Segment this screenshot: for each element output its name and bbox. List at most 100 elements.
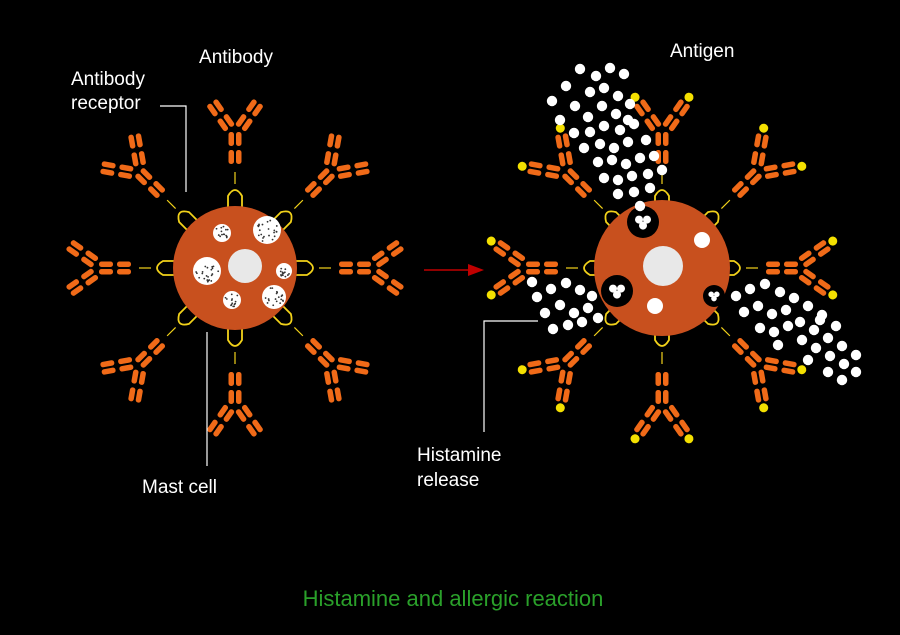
released-granule (639, 221, 647, 230)
antibody-receptor (156, 260, 175, 276)
histamine-particle (620, 158, 632, 170)
histamine-particle (628, 186, 640, 198)
antibody-segment (118, 171, 133, 179)
antibody-arm (100, 161, 134, 179)
antibody-segment (737, 337, 749, 350)
granule-speckle (284, 268, 287, 271)
antibody-segment (575, 337, 587, 350)
granule-speckle (268, 299, 270, 302)
antibody-segment (668, 118, 680, 132)
antibody-unit (100, 304, 199, 403)
histamine-particle (592, 312, 604, 324)
antibody-segment (128, 387, 136, 402)
histamine-granule (213, 224, 231, 242)
antibody-arm (662, 92, 694, 132)
histamine-particle (582, 302, 594, 314)
antibody-unit (271, 133, 370, 232)
antibody-segment (228, 132, 234, 146)
antibody-segment (304, 343, 317, 355)
granule-speckle (257, 225, 260, 228)
receptor-stem (293, 199, 304, 210)
antibody-receptor (271, 304, 293, 326)
histamine-particle (608, 142, 620, 154)
released-granule (635, 215, 643, 224)
antibody-segment (562, 388, 570, 403)
granule-speckle (204, 265, 207, 268)
antigen-dot (797, 161, 807, 171)
receptor-stem (166, 199, 177, 210)
antibody-segment (497, 240, 511, 251)
histamine-particle (802, 354, 814, 366)
antibody-arm (336, 161, 370, 179)
antibody-segment (784, 269, 798, 275)
histamine-particle (759, 278, 771, 290)
antibody-segment (650, 409, 662, 422)
antibody-segment (634, 419, 645, 433)
histamine-granule (647, 298, 663, 314)
granule-speckle (222, 233, 225, 236)
granule-speckle (206, 266, 209, 269)
released-granule (708, 291, 714, 298)
antibody-segment (223, 409, 235, 422)
antibody-segment (336, 364, 351, 372)
antibody-segment (580, 181, 593, 193)
antibody-segment (223, 114, 235, 127)
granule-speckle (286, 274, 289, 276)
granule-speckle (275, 300, 278, 303)
granule-speckle (263, 235, 265, 238)
granule-speckle (230, 293, 233, 296)
receptor-leader-line (160, 105, 187, 192)
antibody-segment (354, 161, 369, 169)
granule-speckle (277, 296, 280, 299)
antibody-segment (750, 173, 762, 186)
granule-speckle (205, 275, 208, 277)
antigen-dot (684, 434, 694, 444)
antibody-segment (782, 360, 797, 368)
antibody-segment (758, 369, 766, 384)
antibody-segment (527, 360, 542, 368)
antibody-segment (526, 269, 540, 275)
antibody-segment (782, 168, 797, 176)
antibody-segment (323, 173, 335, 186)
histamine-particle (554, 299, 566, 311)
antibody-segment (85, 250, 99, 262)
antigen-dot (759, 123, 769, 133)
mast-cell-right (486, 62, 862, 444)
granule-speckle (273, 235, 276, 238)
receptor-stem (593, 326, 604, 337)
granule-speckle (196, 272, 198, 275)
granule-speckle (211, 267, 214, 270)
antibody-segment (235, 409, 247, 422)
antibody-segment (761, 134, 769, 149)
antibody-segment (128, 134, 136, 149)
antibody-segment (565, 370, 573, 385)
histamine-particle (642, 168, 654, 180)
antibody-arm (371, 240, 404, 268)
antibody-arm (798, 236, 838, 268)
granule-speckle (225, 228, 227, 231)
antibody-segment (252, 419, 263, 433)
antigen-label: Antigen (670, 41, 734, 62)
granule-speckle (217, 270, 220, 273)
antibody-segment (744, 168, 757, 180)
antibody-receptor (177, 210, 199, 232)
antibody-segment (228, 372, 234, 386)
granule-speckle (217, 234, 220, 236)
antibody-arm (486, 236, 526, 268)
antibody-segment (758, 152, 766, 167)
histamine-granule (276, 263, 292, 279)
antibody-segment (754, 133, 762, 148)
granule-speckle (266, 220, 269, 223)
antibody-segment (813, 240, 827, 251)
histamine-particle (546, 95, 558, 107)
antibody-segment (813, 285, 827, 296)
antibody-segment (512, 250, 526, 262)
histamine-leader-line (483, 320, 538, 432)
antibody-arm (751, 369, 769, 413)
antibody-segment (131, 152, 139, 167)
granule-speckle (203, 277, 206, 280)
antibody-segment (101, 367, 116, 375)
histamine-particle (822, 366, 834, 378)
granule-speckle (220, 226, 223, 229)
